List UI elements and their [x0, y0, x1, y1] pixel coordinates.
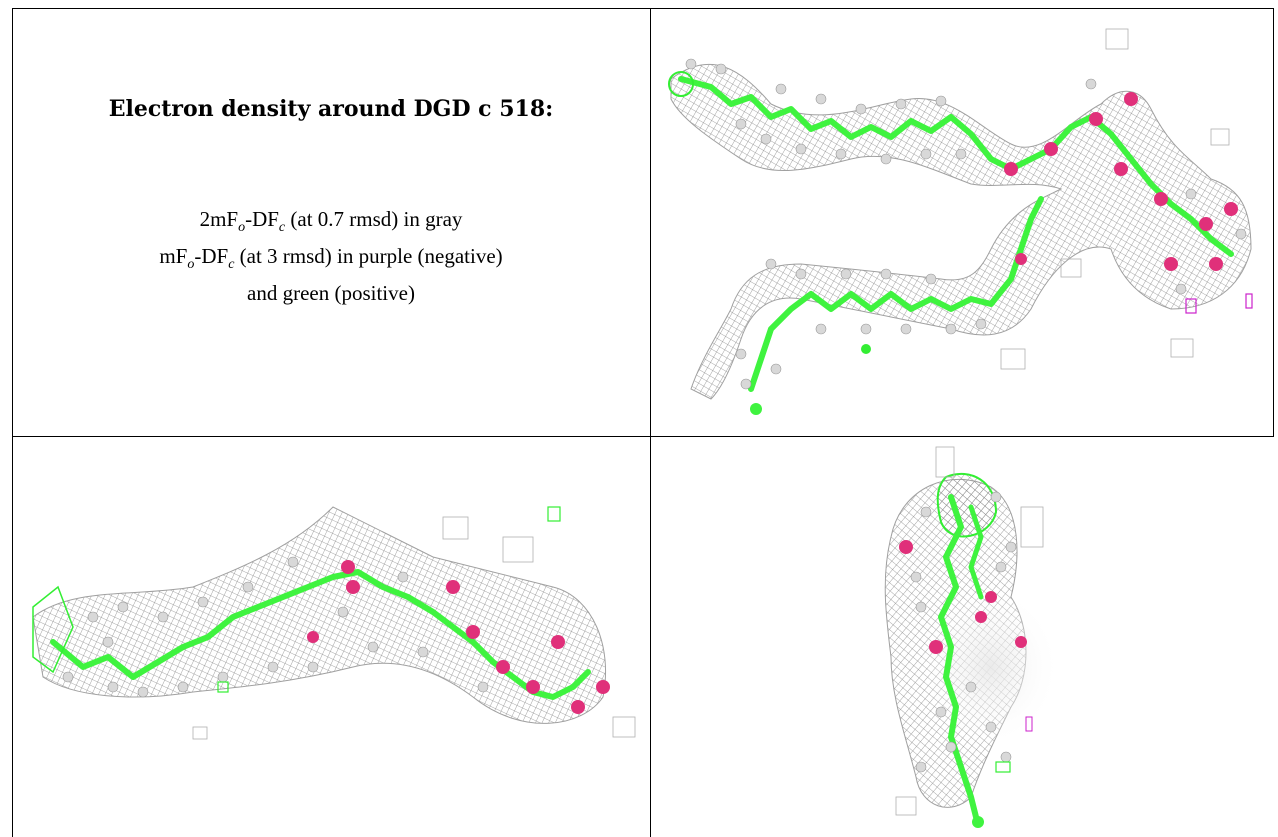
table-divider-horizontal	[12, 436, 1274, 437]
density-view-bottom-right	[651, 437, 1273, 837]
electron-density-view-icon	[32, 506, 636, 740]
legend-text: 2mF	[199, 207, 239, 231]
caption-cell: Electron density around DGD c 518: 2mFo-…	[12, 8, 650, 436]
electron-density-view-icon	[884, 446, 1061, 828]
caption-title: Electron density around DGD c 518:	[108, 96, 554, 122]
legend-subscript: c	[228, 257, 235, 273]
legend-line-difference: mFo-DFc (at 3 rmsd) in purple (negative)	[12, 242, 650, 279]
table-border-right	[1273, 8, 1274, 436]
legend-text: -DF	[245, 207, 279, 231]
density-view-bottom-left	[13, 437, 650, 837]
legend-line-gray: 2mFo-DFc (at 0.7 rmsd) in gray	[12, 205, 650, 242]
legend-text: (at 0.7 rmsd) in gray	[285, 207, 463, 231]
figure-table: Electron density around DGD c 518: 2mFo-…	[12, 8, 1274, 837]
legend-line-green: and green (positive)	[247, 281, 415, 306]
legend-subscript: c	[278, 220, 286, 236]
legend-text: -DF	[194, 244, 229, 269]
caption-legend: 2mFo-DFc (at 0.7 rmsd) in gray mFo-DFc (…	[12, 205, 650, 308]
table-border-top	[12, 8, 1274, 9]
table-divider-vertical	[650, 8, 651, 837]
legend-subscript: o	[238, 220, 246, 236]
legend-text: mF	[159, 244, 188, 269]
electron-density-view-icon	[668, 28, 1253, 415]
table-border-left	[12, 8, 13, 837]
legend-text: (at 3 rmsd) in purple (negative)	[234, 244, 503, 269]
legend-subscript: o	[187, 257, 195, 273]
density-view-top-right	[651, 9, 1273, 436]
